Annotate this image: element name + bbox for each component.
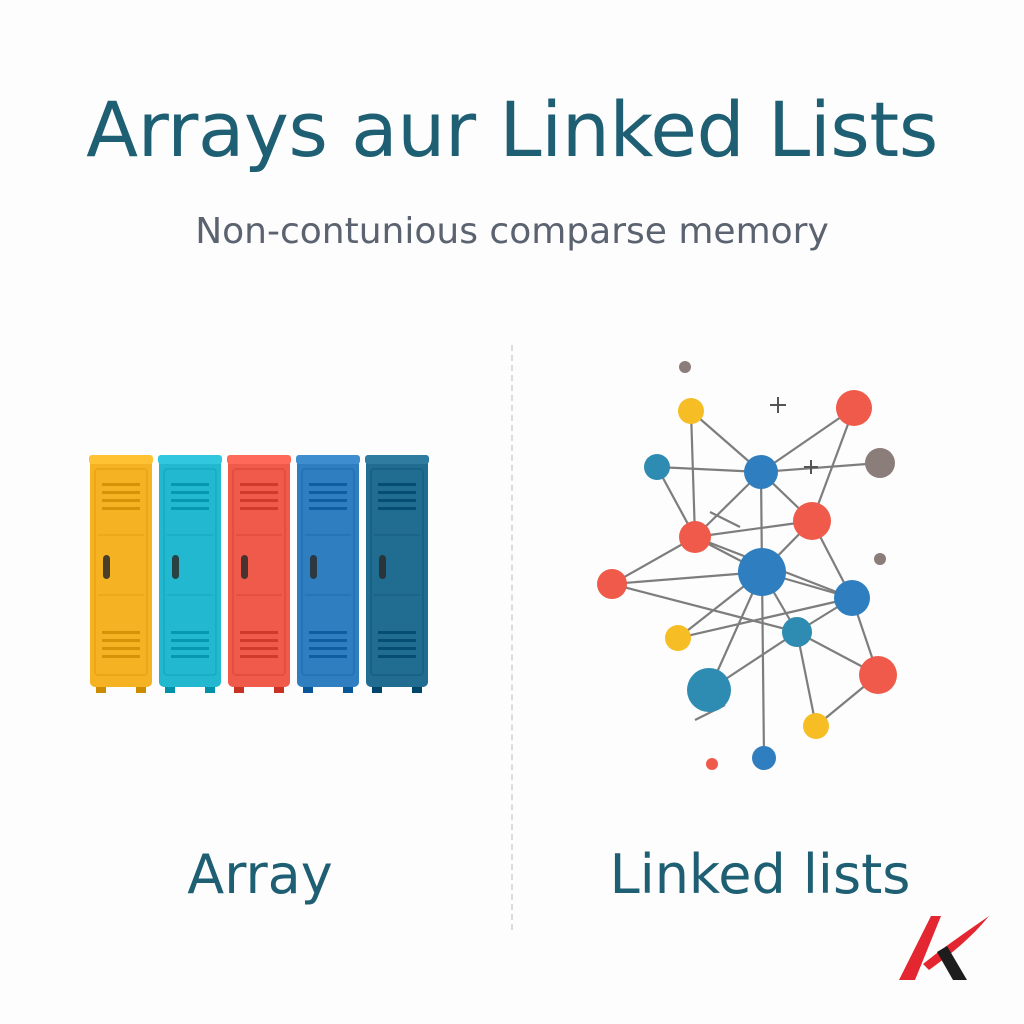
panel-divider: [511, 345, 513, 930]
network-edge: [689, 410, 697, 538]
locker: [296, 455, 360, 693]
locker: [365, 455, 429, 693]
network-edge: [677, 596, 853, 640]
network-edge: [656, 465, 762, 474]
linked-list-label: Linked lists: [609, 843, 911, 906]
network-node: [706, 758, 718, 770]
page-title: Arrays aur Linked Lists: [86, 85, 938, 174]
network-node: [859, 656, 897, 694]
locker: [89, 455, 153, 693]
network-edge: [611, 570, 763, 586]
network-node: [678, 398, 704, 424]
network-node: [665, 625, 691, 651]
network-node: [836, 390, 872, 426]
network-node: [644, 454, 670, 480]
network-edge: [709, 511, 741, 528]
network-node: [597, 569, 627, 599]
locker: [227, 455, 291, 693]
network-edge: [760, 461, 881, 474]
network-node: [793, 502, 831, 540]
network-node: [834, 580, 870, 616]
page-subtitle: Non-contunious comparse memory: [195, 211, 829, 252]
brand-logo-icon: [899, 916, 989, 980]
network-node: [803, 713, 829, 739]
network-node: [782, 617, 812, 647]
network-node: [687, 668, 731, 712]
locker: [158, 455, 222, 693]
linked-list-network-illustration: [597, 361, 897, 770]
network-node: [679, 521, 711, 553]
network-edge: [611, 582, 798, 634]
network-edge: [694, 519, 813, 539]
network-node: [738, 548, 786, 596]
array-label: Array: [187, 843, 333, 906]
network-node: [744, 455, 778, 489]
network-edge: [795, 631, 818, 727]
network-node: [865, 448, 895, 478]
plus-marks: [770, 397, 818, 474]
network-node: [874, 553, 886, 565]
network-edge: [760, 571, 766, 759]
network-edge: [810, 407, 856, 522]
network-nodes: [597, 361, 897, 770]
network-edge: [760, 407, 855, 473]
array-lockers-illustration: [89, 455, 429, 693]
network-node: [679, 361, 691, 373]
network-node: [752, 746, 776, 770]
